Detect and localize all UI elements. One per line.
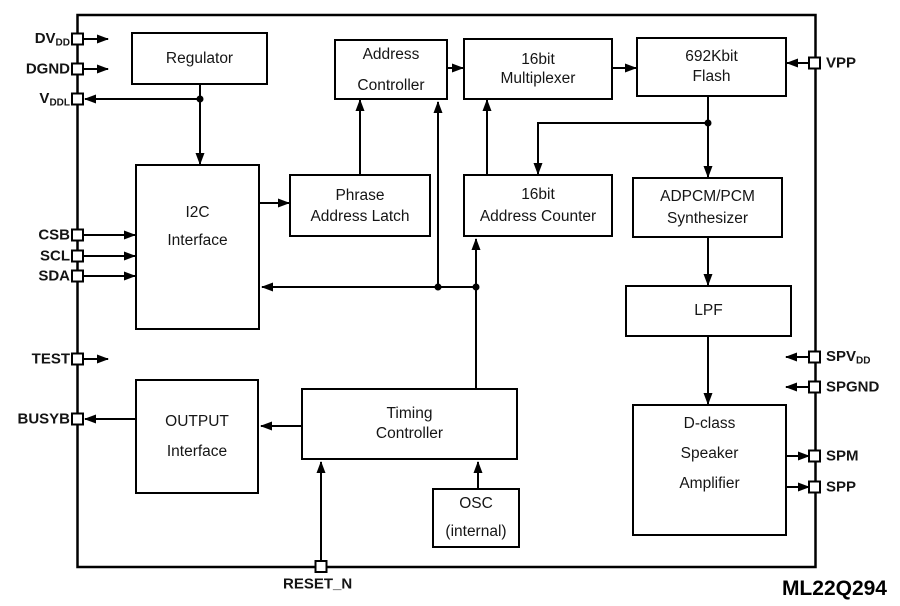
block-label: OSC <box>459 495 493 512</box>
block-label: 16bit <box>521 51 555 68</box>
pin-label-spp: SPP <box>826 478 857 496</box>
pin-label-dgnd: DGND <box>25 60 70 78</box>
wires <box>83 34 810 561</box>
pin-label-subscript: DD <box>856 355 871 367</box>
block-label: Speaker <box>680 445 739 462</box>
block-label: Address Counter <box>479 207 597 225</box>
pin-sda <box>71 269 84 283</box>
block-address-controller: Address Controller <box>334 39 448 100</box>
block-label: Controller <box>375 425 444 442</box>
pin-label-spvdd: SPVDD <box>826 348 870 367</box>
pin-label-test: TEST <box>31 350 70 368</box>
block-692kbit-flash: 692Kbit Flash <box>636 37 787 97</box>
block-label: Amplifier <box>679 475 740 492</box>
junction-flash <box>704 119 712 127</box>
pin-spp <box>808 480 821 494</box>
block-16bit-address-counter: 16bit Address Counter <box>463 174 613 237</box>
pin-dvdd <box>71 32 84 46</box>
block-regulator: Regulator <box>131 32 268 85</box>
pin-scl <box>71 249 84 263</box>
pin-vddl <box>71 92 84 106</box>
part-number: ML22Q294 <box>781 577 887 600</box>
block-adpcm-pcm-synthesizer: ADPCM/PCM Synthesizer <box>632 177 783 238</box>
junction-bus-right <box>472 283 480 291</box>
pin-spvdd <box>808 350 821 364</box>
block-label: Phrase <box>335 186 385 204</box>
pin-label-vpp: VPP <box>826 54 857 72</box>
block-timing-controller: Timing Controller <box>301 388 518 460</box>
block-16bit-multiplexer: 16bit Multiplexer <box>463 38 613 100</box>
pin-label-subscript: DDL <box>49 97 70 109</box>
pin-label-vddl: VDDL <box>39 90 70 109</box>
block-label: Controller <box>357 76 425 94</box>
block-label: Address <box>362 45 420 63</box>
block-label: I2C <box>185 204 210 221</box>
block-label: LPF <box>694 302 723 319</box>
block-label: Flash <box>692 68 731 85</box>
pin-busyb <box>71 412 84 426</box>
pin-test <box>71 352 84 366</box>
block-i2c-interface: I2C Interface <box>135 164 260 330</box>
pin-label-subscript: DD <box>55 37 70 49</box>
pin-label-spm: SPM <box>826 447 859 465</box>
block-label: ADPCM/PCM <box>660 187 755 205</box>
block-label: Interface <box>166 442 228 460</box>
pin-squares <box>71 32 821 573</box>
wire-flash-to-counter <box>533 122 708 175</box>
pin-label-base: SPV <box>826 347 857 365</box>
block-d-class-speaker-amplifier: D-class Speaker Amplifier <box>632 404 787 536</box>
pin-label-csb: CSB <box>38 226 70 244</box>
junction-dots <box>196 95 712 291</box>
block-label: Address Latch <box>310 207 410 225</box>
pin-csb <box>71 228 84 242</box>
pin-label-dvdd: DVDD <box>35 30 70 49</box>
block-label: Interface <box>167 232 228 249</box>
block-label: 692Kbit <box>685 48 738 65</box>
junction-regulator <box>196 95 204 103</box>
pin-label-base: DV <box>34 29 56 47</box>
block-label: Multiplexer <box>500 70 576 87</box>
block-label: Synthesizer <box>667 209 748 227</box>
block-label: 16bit <box>521 185 555 203</box>
block-label: OUTPUT <box>165 412 229 430</box>
chip-boundary <box>76 13 817 569</box>
pin-vpp <box>808 56 821 70</box>
junction-bus-left <box>434 283 442 291</box>
pin-reset-n <box>314 560 328 573</box>
pin-dgnd <box>71 62 84 76</box>
block-lpf: LPF <box>625 285 792 337</box>
block-output-interface: OUTPUT Interface <box>135 379 259 494</box>
pin-spm <box>808 449 821 463</box>
block-label: Timing <box>386 405 433 422</box>
pin-label-sda: SDA <box>38 267 70 285</box>
pin-spgnd <box>808 380 821 394</box>
pin-label-busyb: BUSYB <box>17 410 70 428</box>
pin-label-spgnd: SPGND <box>826 378 880 396</box>
block-label: Regulator <box>165 49 234 67</box>
pin-label-base: V <box>39 89 50 107</box>
block-label: D-class <box>683 415 736 432</box>
block-osc-internal: OSC (internal) <box>432 488 520 548</box>
pin-label-reset-n: RESET_N <box>283 575 353 593</box>
block-label: (internal) <box>445 523 507 540</box>
pin-label-scl: SCL <box>40 247 70 265</box>
block-phrase-address-latch: Phrase Address Latch <box>289 174 431 237</box>
